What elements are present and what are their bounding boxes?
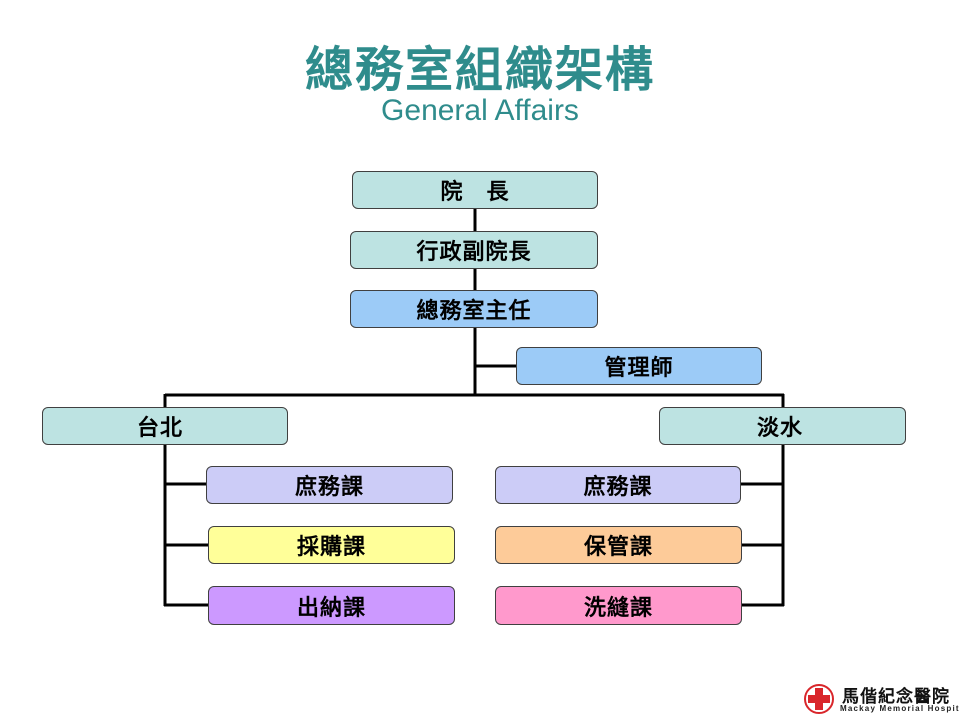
page-title: 總務室組織架構: [304, 42, 655, 98]
node-taipei-procurement: 採購課: [208, 526, 455, 564]
page-subtitle: General Affairs: [381, 94, 579, 127]
red-cross-icon: [804, 684, 834, 714]
node-director: 總務室主任: [350, 290, 598, 328]
node-vice-president: 行政副院長: [350, 231, 598, 269]
node-tamsui: 淡水: [659, 407, 906, 445]
node-taipei: 台北: [42, 407, 288, 445]
node-tamsui-laundry: 洗縫課: [495, 586, 742, 625]
node-president: 院 長: [352, 171, 598, 209]
node-taipei-general-affairs: 庶務課: [206, 466, 453, 504]
node-administrator: 管理師: [516, 347, 762, 385]
hospital-name-english: Mackay Memorial Hospital: [840, 704, 960, 713]
hospital-logo: 馬偕紀念醫院 Mackay Memorial Hospital: [804, 684, 960, 718]
hospital-name: 馬偕紀念醫院: [842, 687, 950, 707]
node-taipei-cashier: 出納課: [208, 586, 455, 625]
node-tamsui-custody: 保管課: [495, 526, 742, 564]
node-tamsui-general-affairs: 庶務課: [495, 466, 741, 504]
